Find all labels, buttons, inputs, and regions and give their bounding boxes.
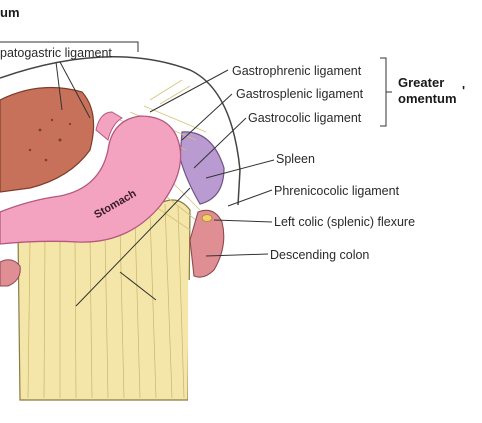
esophagus-shape bbox=[95, 111, 123, 141]
descending-colon-label: Descending colon bbox=[270, 248, 370, 262]
hepatogastric-ligament-label: patogastric ligament bbox=[0, 46, 112, 60]
greater-omentum-mark: ' bbox=[462, 83, 466, 98]
gastrophrenic-ligament-label: Gastrophrenic ligament bbox=[232, 64, 362, 78]
greater-omentum-label-line2: omentum bbox=[398, 91, 457, 106]
gastrocolic-ligament-label: Gastrocolic ligament bbox=[248, 111, 362, 125]
phrenicocolic-ligament-label: Phrenicocolic ligament bbox=[274, 184, 400, 198]
liver-texture bbox=[28, 118, 72, 162]
blank-area bbox=[188, 280, 482, 418]
colon-left-shape bbox=[0, 259, 21, 287]
spleen-label: Spleen bbox=[276, 152, 315, 166]
leader-lines bbox=[0, 41, 392, 307]
left-colic-flexure-label: Left colic (splenic) flexure bbox=[274, 215, 416, 229]
spleen-shape bbox=[179, 131, 225, 205]
gastrosplenic-ligament-label: Gastrosplenic ligament bbox=[236, 87, 364, 101]
omentum-fibers bbox=[27, 203, 185, 399]
stomach-shape bbox=[0, 115, 182, 245]
title-fragment: um bbox=[0, 5, 20, 20]
colic-fat bbox=[201, 214, 213, 222]
greater-omentum-label-line1: Greater bbox=[398, 75, 445, 90]
colon-shape bbox=[189, 209, 225, 278]
liver-shape bbox=[0, 86, 95, 193]
